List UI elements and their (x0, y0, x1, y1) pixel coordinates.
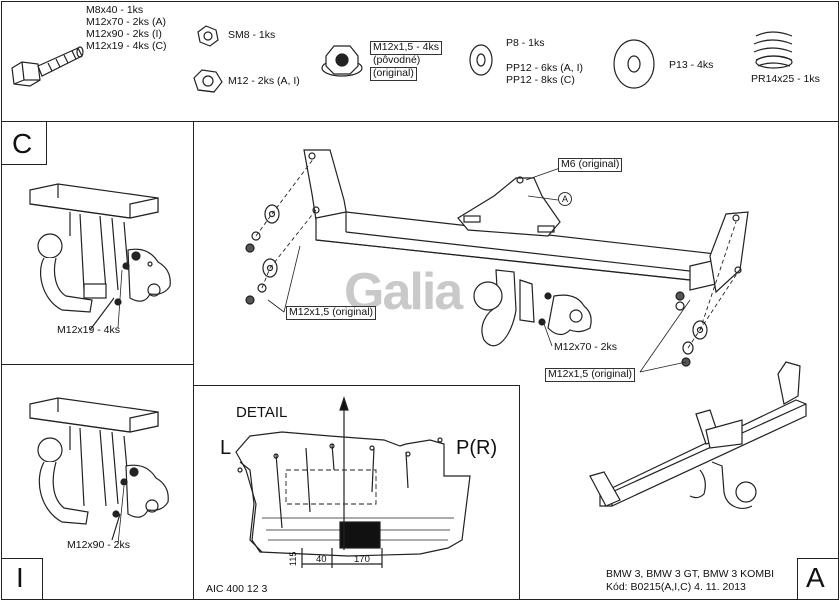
isometric-hitch-drawing (589, 361, 807, 509)
panel-c-drawing (29, 183, 171, 331)
dimension-115: 115 (288, 551, 298, 566)
washer-p13-label: P13 - 4ks (669, 59, 714, 71)
panel-a-letter: A (806, 562, 825, 593)
washer-pp12-label-1: PP12 - 6ks (A, I) (506, 62, 584, 74)
callout-left-m12: M12x1,5 (original) (286, 306, 377, 320)
flange-nut-icon (321, 45, 363, 77)
detail-title: DETAIL (236, 404, 288, 421)
panel-a-drawing (245, 149, 749, 367)
corner-c-box (1, 121, 47, 165)
nut-m12-label: M12 - 2ks (A, I) (228, 75, 300, 87)
panel-c-callout: M12x19 - 4ks (57, 324, 121, 336)
vehicle-models: BMW 3, BMW 3 GT, BMW 3 KOMBI (606, 568, 775, 580)
left-column-divider (193, 121, 194, 600)
panel-c-letter: C (12, 128, 33, 159)
panel-i-letter: I (16, 562, 24, 593)
product-code: Kód: B0215(A,I,C) 4. 11. 2013 (606, 581, 746, 593)
nut-m12-icon (193, 69, 223, 93)
detail-left-label: L (220, 437, 232, 459)
bolt-icon (11, 46, 84, 87)
corner-i-box (1, 558, 43, 600)
bolt-label-2: M12x70 - 2ks (A) (86, 16, 166, 28)
left-row-divider (1, 364, 194, 365)
bolt-label-3: M12x90 - 2ks (I) (86, 28, 162, 40)
washer-p13-icon (613, 39, 655, 89)
spring-icon (753, 31, 793, 69)
assembly-leader-lines (255, 157, 739, 349)
detail-drawing (235, 396, 471, 568)
corner-a-box (797, 558, 839, 600)
callout-a-circle: A (558, 192, 572, 206)
bolt-label-1: M8x40 - 1ks (86, 4, 144, 16)
dimension-170: 170 (354, 554, 370, 565)
flange-nut-label-3: (original) (370, 67, 417, 81)
detail-code: AIC 400 12 3 (206, 583, 268, 595)
flange-nut-label-1: M12x1,5 - 4ks (370, 41, 442, 55)
callout-leaders (117, 167, 691, 545)
nut-sm8-icon (197, 25, 219, 47)
bolt-label-4: M12x19 - 4ks (C) (86, 40, 167, 52)
detail-right-label: P(R) (456, 437, 498, 459)
callout-right-m12: M12x1,5 (original) (545, 368, 636, 382)
washer-pp12-label-2: PP12 - 8ks (C) (506, 74, 575, 86)
callout-m6-original: M6 (original) (558, 158, 623, 172)
spring-label: PR14x25 - 1ks (751, 73, 820, 85)
detail-box (193, 385, 520, 600)
washer-p8-icon (469, 44, 493, 76)
header-divider (1, 121, 839, 122)
washer-p8-label: P8 - 1ks (506, 37, 545, 49)
panel-i-callout: M12x90 - 2ks (67, 539, 131, 551)
flange-nut-label-2: (pôvodné) (373, 54, 421, 66)
nut-sm8-label: SM8 - 1ks (228, 29, 276, 41)
panel-i-drawing (29, 397, 169, 541)
callout-bolt-m12x70: M12x70 - 2ks (554, 341, 618, 353)
dimension-40: 40 (316, 554, 327, 565)
